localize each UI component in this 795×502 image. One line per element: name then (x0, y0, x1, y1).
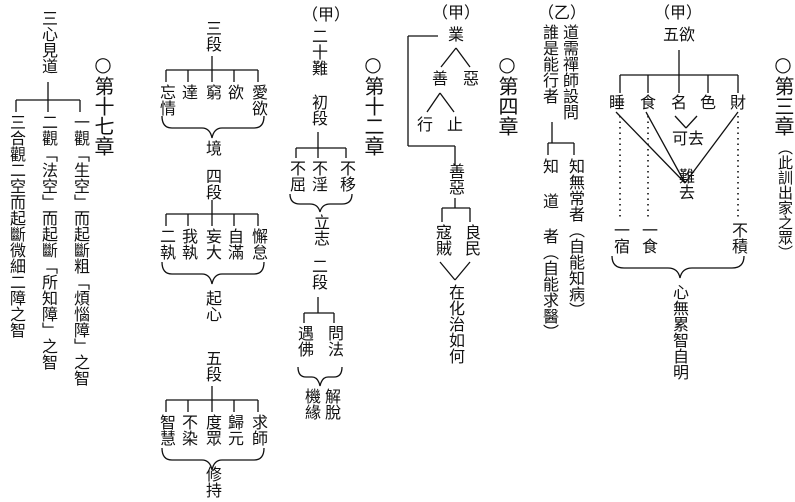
ch12-jietuo: 解脫 (322, 388, 341, 420)
ch4b-ye: 業 (448, 25, 465, 44)
ch4-yi: （乙） (538, 3, 587, 22)
ch4-lines (547, 122, 575, 155)
ch12-twenty: 二十難 (309, 28, 328, 76)
mid-item5-3: 度眾 (203, 414, 222, 446)
ch3-yisu: 一宿 (611, 222, 630, 254)
mid-item4-2: 自滿 (225, 228, 244, 260)
ch4b-zhi: 止 (447, 115, 464, 134)
mid-item3-3: 窮 (203, 84, 222, 100)
ch12-lines (289, 132, 353, 387)
ch4b-e: 惡 (463, 69, 480, 88)
ch3-note: （此訓出家之眾） (776, 140, 794, 260)
mid-item5-1: 求師 (249, 414, 268, 446)
ch17-sanxin: 三心見道 (39, 10, 58, 74)
ch3-title: ○第三章 (771, 52, 795, 136)
ch17-title: ○第十七章 (91, 52, 115, 156)
mid-item5-2: 歸元 (225, 414, 244, 446)
ch3-item-se: 色 (700, 93, 717, 112)
ch12-buqu: 不屈 (287, 160, 306, 192)
ch12-jiyuan: 機緣 (302, 388, 321, 420)
ch4b-lines (407, 35, 471, 281)
mid-item4-5: 二執 (157, 228, 176, 260)
mid-lines (161, 56, 265, 471)
mid-item5-5: 智慧 (157, 414, 176, 446)
mid-qixin: 起心 (203, 290, 222, 322)
mid-item3-4: 達 (179, 84, 198, 100)
ch4b-result: 在化治如何 (446, 284, 465, 364)
ch3-item-shi: 食 (640, 93, 657, 112)
ch3-nanqu: 難去 (676, 168, 695, 200)
ch3-wuyu: 五欲 (663, 25, 696, 44)
mid-sanduan: 三段 (203, 20, 222, 52)
mid-siduan: 四段 (203, 168, 222, 200)
ch12-buyi: 不移 (337, 160, 356, 192)
ch12-erduan: 二段 (309, 258, 328, 290)
ch4b-shan: 善 (432, 69, 449, 88)
mid-xiuchi: 修持 (203, 466, 222, 498)
ch4-question: 道需禪師設問 (560, 24, 579, 120)
ch3-item-ming: 名 (671, 93, 688, 112)
ch3-yishi: 一食 (639, 222, 658, 254)
ch4-who: 誰是能行者 (540, 24, 559, 104)
mid-wuduan: 五段 (203, 350, 222, 382)
mid-item5-4: 不染 (179, 414, 198, 446)
ch17-lines (15, 82, 81, 112)
ch4-answer-1: 知無常者（自能知病） (566, 158, 585, 318)
mid-item3-5: 忘情 (157, 84, 176, 116)
ch3-result: 心無累智自明 (670, 284, 689, 380)
ch17-guan-1: 一觀「生空」而起斷粗「煩惱障」之智 (71, 114, 90, 386)
ch4-answer-2: 知 道 者（自能求醫） (540, 158, 559, 340)
ch12-title: ○第十二章 (361, 52, 385, 156)
ch4-title: ○第四章 (495, 52, 519, 136)
ch3-item-shui: 睡 (609, 93, 626, 112)
mid-item4-4: 我執 (179, 228, 198, 260)
ch3-kequ: 可去 (672, 129, 705, 148)
ch3-lines (611, 50, 745, 279)
ch12-buyin: 不淫 (309, 160, 328, 192)
mid-item3-1: 愛欲 (249, 84, 268, 116)
mid-item4-1: 懈怠 (249, 228, 268, 260)
ch4b-jia: （甲） (432, 3, 481, 22)
mid-jing: 境 (203, 140, 222, 156)
ch3-item-cai: 財 (730, 93, 747, 112)
ch12-chuduan: 初段 (309, 94, 328, 126)
ch12-yufo: 遇佛 (295, 325, 314, 357)
ch4b-xing: 行 (417, 115, 434, 134)
ch17-guan-2: 二觀「法空」而起斷「所知障」之智 (39, 114, 58, 370)
mid-item4-3: 妄大 (203, 228, 222, 260)
ch12-jia: （甲） (302, 5, 351, 24)
ch4b-shane: 善惡 (446, 163, 465, 195)
ch12-wenfa: 問法 (325, 325, 344, 357)
ch4b-liangmin: 良民 (462, 224, 481, 256)
ch17-guan-3: 三合觀二空而起斷微細二障之智 (7, 114, 26, 338)
mid-item3-2: 欲 (225, 84, 244, 100)
ch3-buji: 不積 (729, 222, 748, 254)
ch12-lizhi: 立志 (311, 214, 330, 246)
ch4b-kouzei: 寇賊 (433, 224, 452, 256)
ch3-jia: （甲） (654, 3, 703, 22)
